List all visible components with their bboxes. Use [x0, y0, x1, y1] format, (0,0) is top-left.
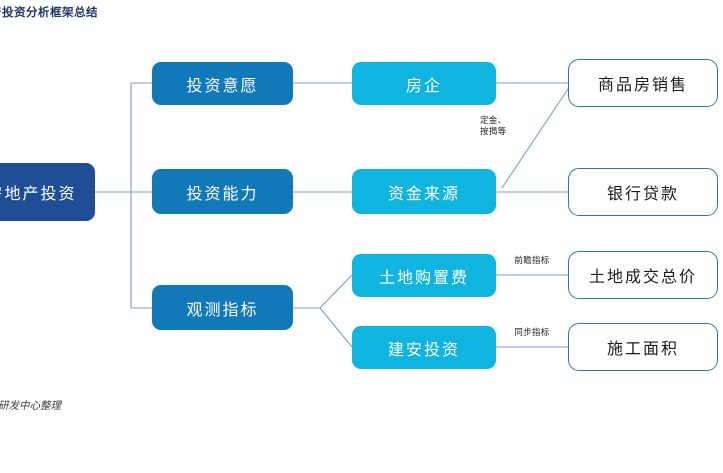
node-commodity-housing-sales-label: 商品房销售: [597, 75, 688, 94]
node-construction-area-label: 施工面积: [606, 339, 679, 358]
node-developer-label: 房企: [405, 75, 442, 95]
node-funding-source-label: 资金来源: [387, 183, 460, 203]
node-land-purchase-cost[interactable]: 土地购置费: [352, 254, 496, 297]
node-investment-ability-label: 投资能力: [186, 183, 259, 203]
node-observed-indicator-label: 观测指标: [186, 299, 259, 319]
node-land-transaction-total-price[interactable]: 土地成交总价: [568, 251, 718, 299]
node-bank-loan[interactable]: 银行贷款: [568, 168, 718, 216]
node-developer[interactable]: 房企: [352, 62, 496, 105]
page-title: 房地产投资分析框架总结: [0, 5, 98, 19]
edge-label-deposit-line1: 定金、: [480, 116, 507, 126]
node-commodity-housing-sales[interactable]: 商品房销售: [568, 59, 718, 107]
node-land-purchase-cost-label: 土地购置费: [378, 267, 469, 287]
node-investment-ability[interactable]: 投资能力: [152, 169, 293, 214]
node-root-label: 房地产投资: [0, 184, 77, 203]
node-construction-investment-label: 建安投资: [387, 339, 460, 359]
node-root[interactable]: 房地产投资: [0, 163, 95, 221]
edge-label-deposit-mortgage: 定金、 按揭等: [480, 116, 506, 137]
node-investment-will-label: 投资意愿: [186, 75, 259, 95]
node-funding-source[interactable]: 资金来源: [352, 169, 496, 214]
edge-label-leading-indicator: 前瞻指标: [514, 256, 550, 266]
node-land-transaction-total-price-label: 土地成交总价: [588, 267, 697, 286]
node-construction-area[interactable]: 施工面积: [568, 323, 718, 371]
edge-label-coincident-indicator: 同步指标: [514, 328, 550, 338]
node-investment-will[interactable]: 投资意愿: [152, 62, 293, 105]
node-bank-loan-label: 银行贷款: [606, 184, 679, 203]
node-construction-investment[interactable]: 建安投资: [352, 326, 496, 369]
source-note: 信达证券研发中心整理: [0, 400, 61, 412]
node-observed-indicator[interactable]: 观测指标: [152, 285, 293, 330]
edge-label-deposit-line2: 按揭等: [480, 126, 507, 137]
